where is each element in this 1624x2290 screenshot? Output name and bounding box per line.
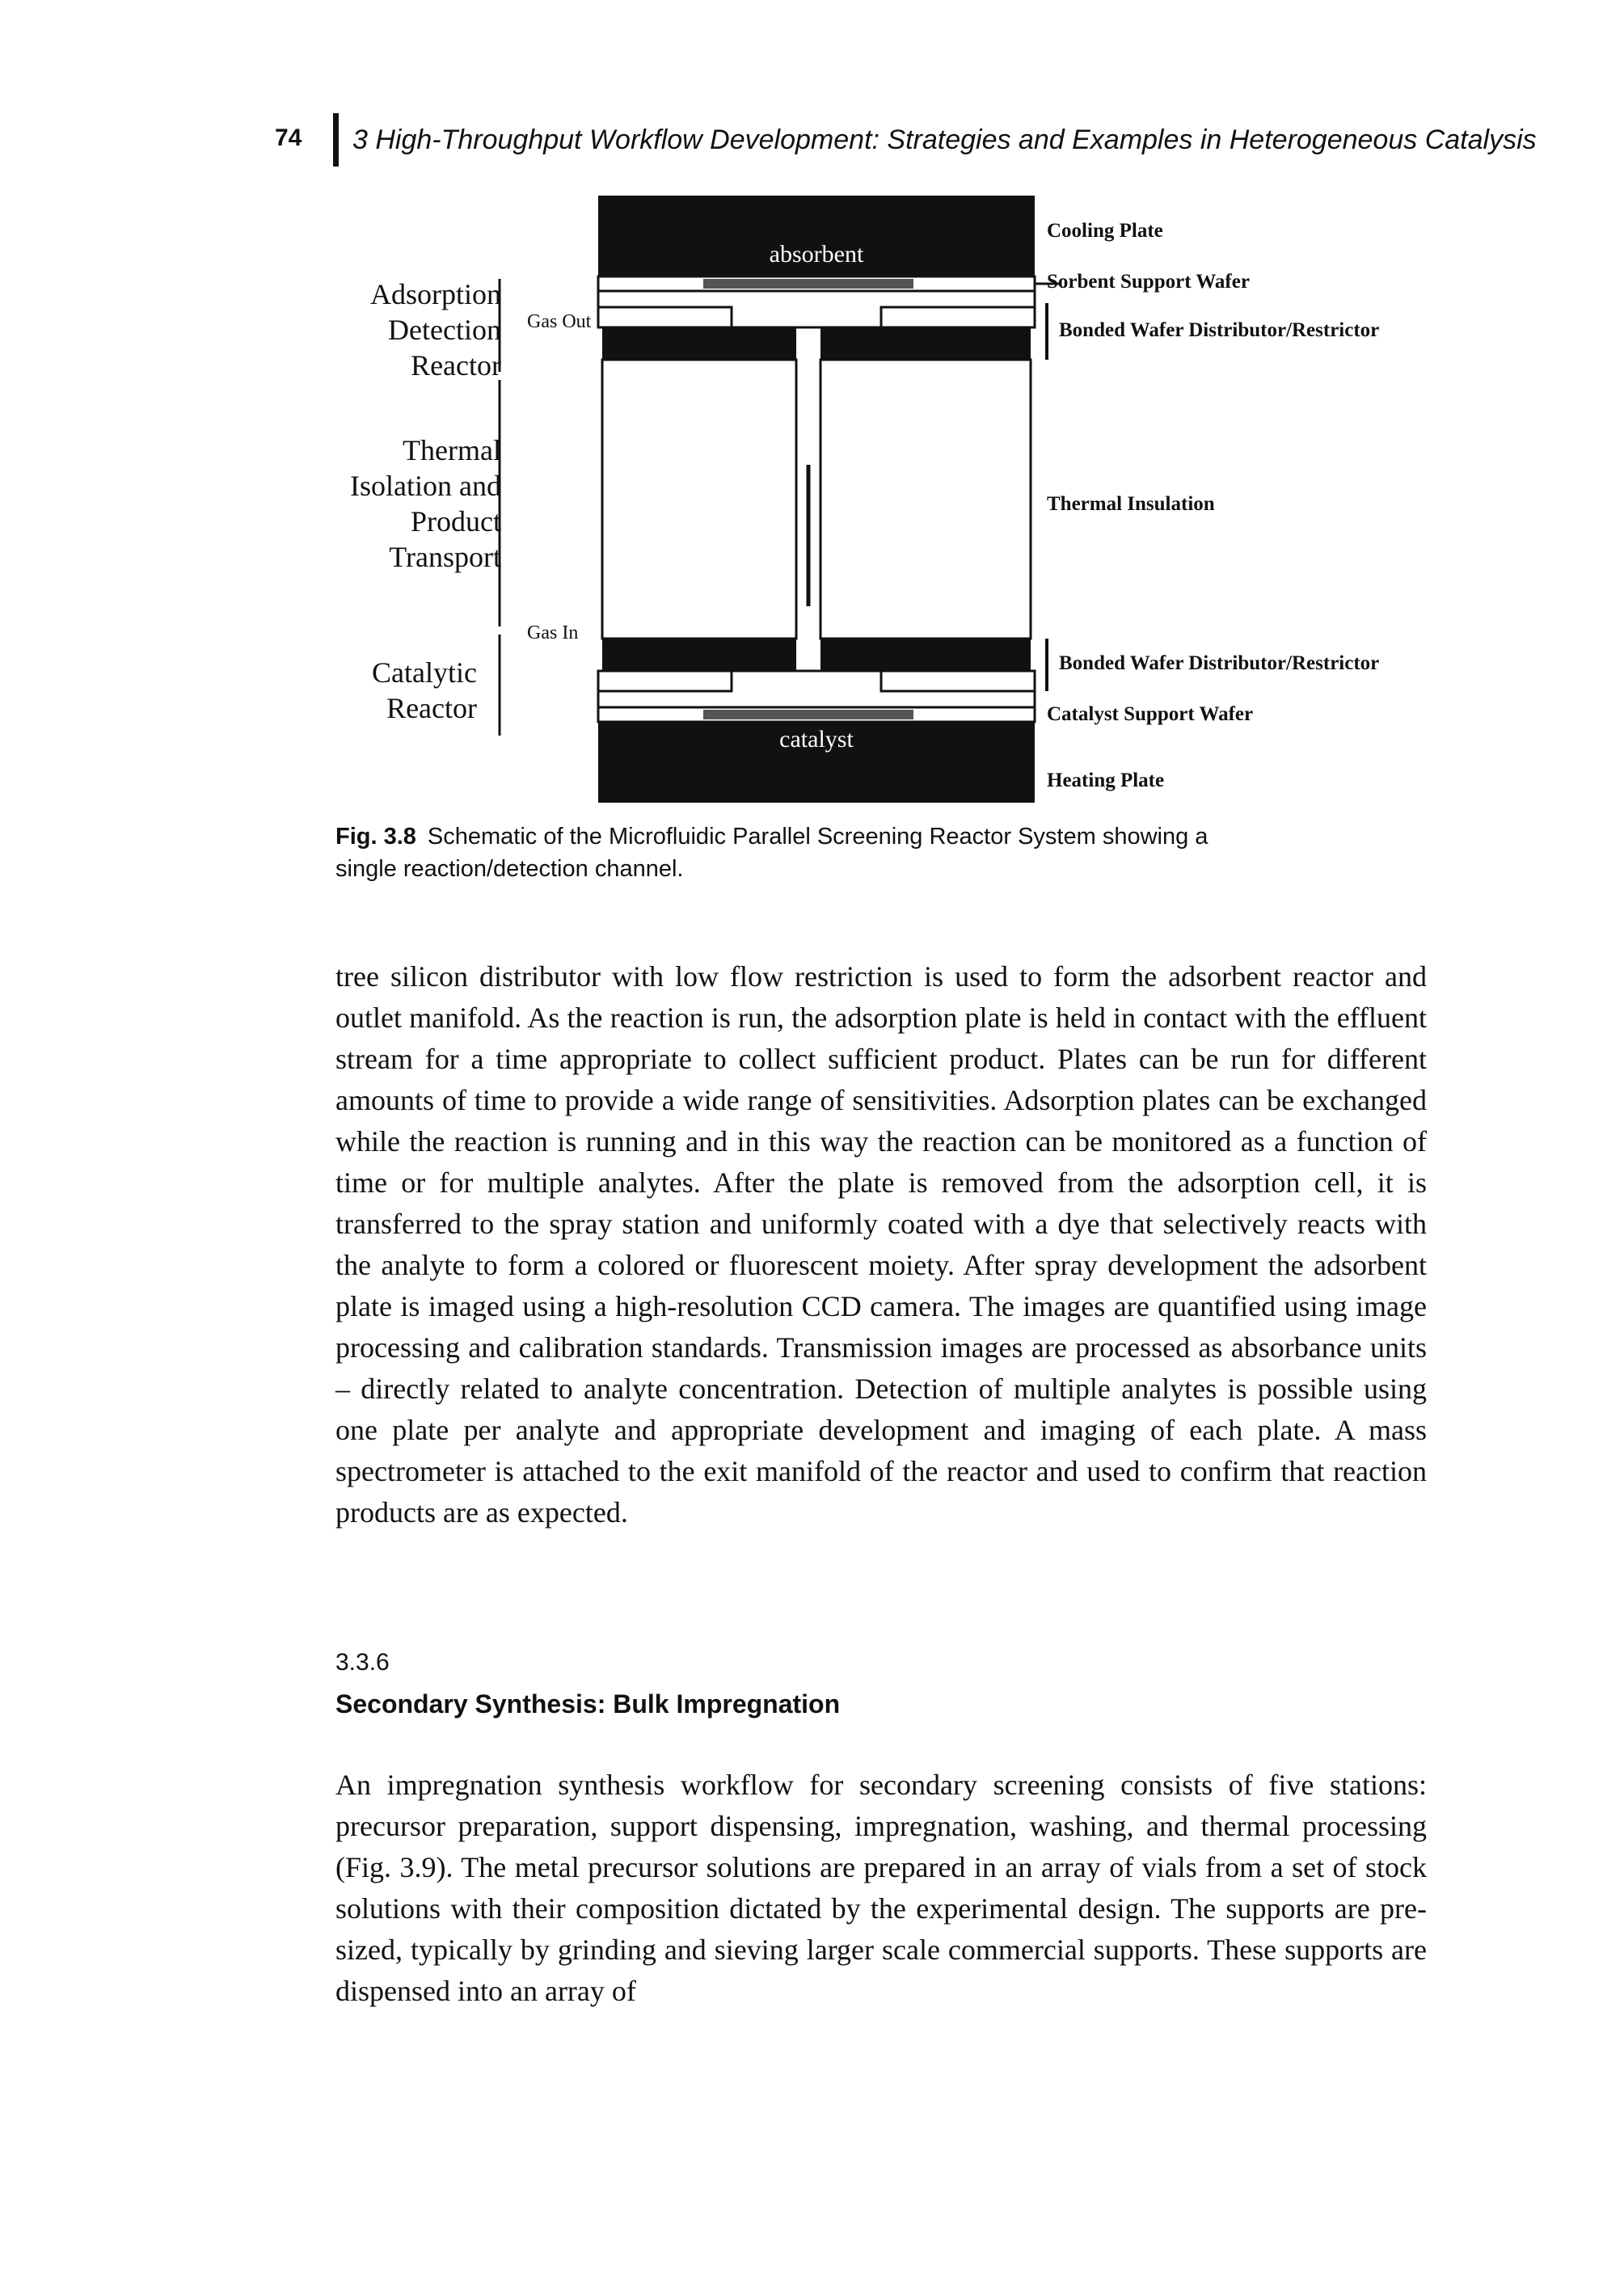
upper-gas-out-channel [598,306,733,327]
label-thermal-isolation: Thermal Isolation and Product Transport [350,434,501,573]
label-gas-in: Gas In [527,622,579,643]
figure-caption-tag: Fig. 3.8 [335,824,416,850]
reactor-schematic-drawing [498,196,1059,803]
label-cooling-plate: Cooling Plate [1047,220,1163,242]
insulation-column-right [819,358,1032,640]
page-number: 74 [275,124,302,151]
label-bonded-wafer-bottom: Bonded Wafer Distributor/Restrictor [1059,652,1380,674]
label-gas-out: Gas Out [527,311,592,332]
upper-distributor-wafer [597,289,1036,329]
label-sorbent-support-wafer: Sorbent Support Wafer [1047,271,1250,293]
section-number: 3.3.6 [335,1649,390,1676]
lower-right-channel [879,671,1035,693]
label-adsorption-reactor: Adsorption Detection Reactor [370,278,501,382]
figure-reactor-schematic: Adsorption Detection Reactor Thermal Iso… [323,186,1471,816]
label-catalyst: catalyst [779,726,854,753]
upper-restrictor-left [602,327,796,360]
insulation-column-left [601,358,798,640]
cooling-plate-block [598,196,1035,276]
upper-restrictor-right [820,327,1031,360]
header-rule [333,113,339,167]
section-title: Secondary Synthesis: Bulk Impregnation [335,1689,841,1719]
lower-restrictor-left [602,639,796,671]
label-absorbent: absorbent [769,241,864,268]
lower-distributor-wafer [597,669,1036,709]
upper-right-channel [879,306,1035,327]
body-paragraph-2: An impregnation synthesis workflow for s… [335,1769,1427,2007]
lower-gas-in-channel [598,671,733,693]
label-bonded-wafer-top: Bonded Wafer Distributor/Restrictor [1059,319,1380,341]
body-paragraph-1: tree silicon distributor with low flow r… [335,960,1427,1529]
label-catalyst-support-wafer: Catalyst Support Wafer [1047,703,1254,725]
heating-plate-block [598,722,1035,803]
running-title: 3 High-Throughput Workflow Development: … [352,124,1537,155]
figure-caption-text: Schematic of the Microfluidic Parallel S… [335,824,1209,882]
label-heating-plate: Heating Plate [1047,770,1165,791]
sorbent-strip [703,279,913,289]
label-thermal-insulation: Thermal Insulation [1047,493,1215,515]
catalyst-strip [703,710,913,719]
label-catalytic-reactor: Catalytic Reactor [372,656,477,724]
lower-restrictor-right [820,639,1031,671]
